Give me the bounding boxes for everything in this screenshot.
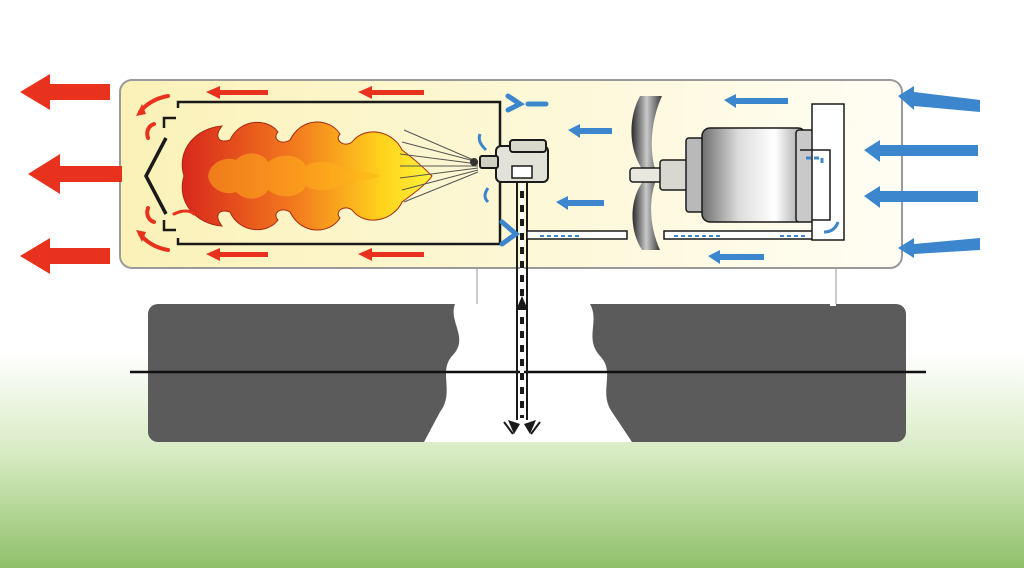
fan-blade-icon bbox=[629, 96, 689, 250]
fuel-spray bbox=[399, 129, 479, 203]
motor-icon bbox=[685, 103, 845, 241]
burner-nozzle-icon bbox=[470, 139, 549, 183]
fuel-line-icon bbox=[503, 182, 541, 435]
hot-air-arrows bbox=[20, 74, 424, 274]
cold-air-arrows bbox=[477, 86, 980, 264]
cold-air-in-arrows bbox=[864, 86, 980, 258]
flame-icon bbox=[181, 121, 433, 231]
hot-air-out-arrow-bottom bbox=[20, 238, 110, 274]
hot-air-out-arrow-middle bbox=[28, 154, 122, 194]
hot-air-out-arrow-top bbox=[20, 74, 110, 110]
